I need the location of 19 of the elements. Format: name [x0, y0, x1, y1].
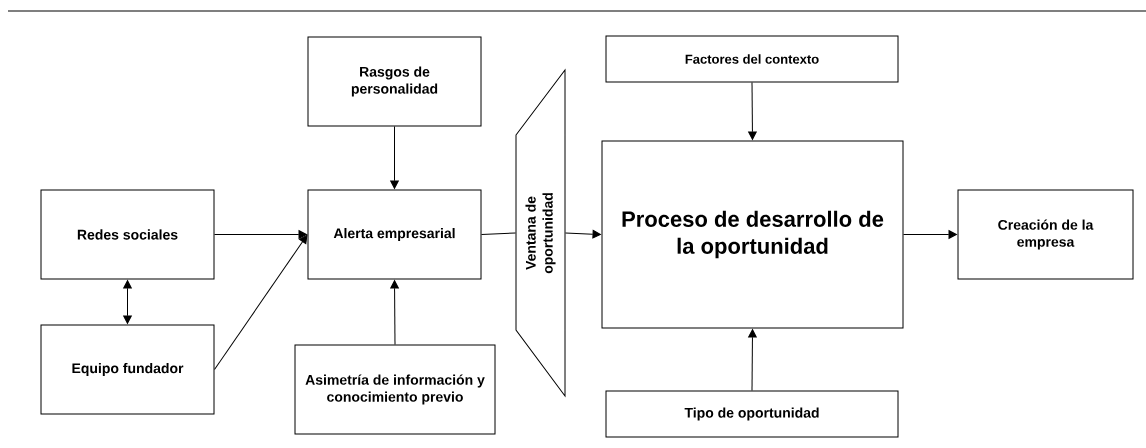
- process-box: Factores del contexto: [605, 35, 899, 83]
- window-trapezoid: Ventana de oportunidad: [515, 69, 566, 397]
- process-box: Tipo de oportunidad: [605, 390, 899, 438]
- process-box: Equipo fundador: [40, 324, 215, 415]
- arrow: [214, 234, 308, 370]
- arrow: [565, 229, 601, 239]
- process-box: Rasgos de personalidad: [307, 36, 482, 127]
- arrow: [748, 329, 757, 391]
- arrow: [214, 230, 307, 239]
- process-box: Asimetría de información y conocimiento previo: [294, 344, 496, 435]
- arrow: [123, 280, 132, 324]
- arrow: [903, 230, 957, 239]
- process-box: Proceso de desarrollo de la oportunidad: [601, 140, 904, 329]
- arrow: [390, 126, 399, 189]
- process-box: Creación de la empresa: [957, 189, 1134, 280]
- process-box: Redes sociales: [40, 189, 215, 280]
- process-box: Alerta empresarial: [307, 189, 482, 280]
- arrow: [748, 82, 757, 140]
- arrow: [390, 280, 399, 345]
